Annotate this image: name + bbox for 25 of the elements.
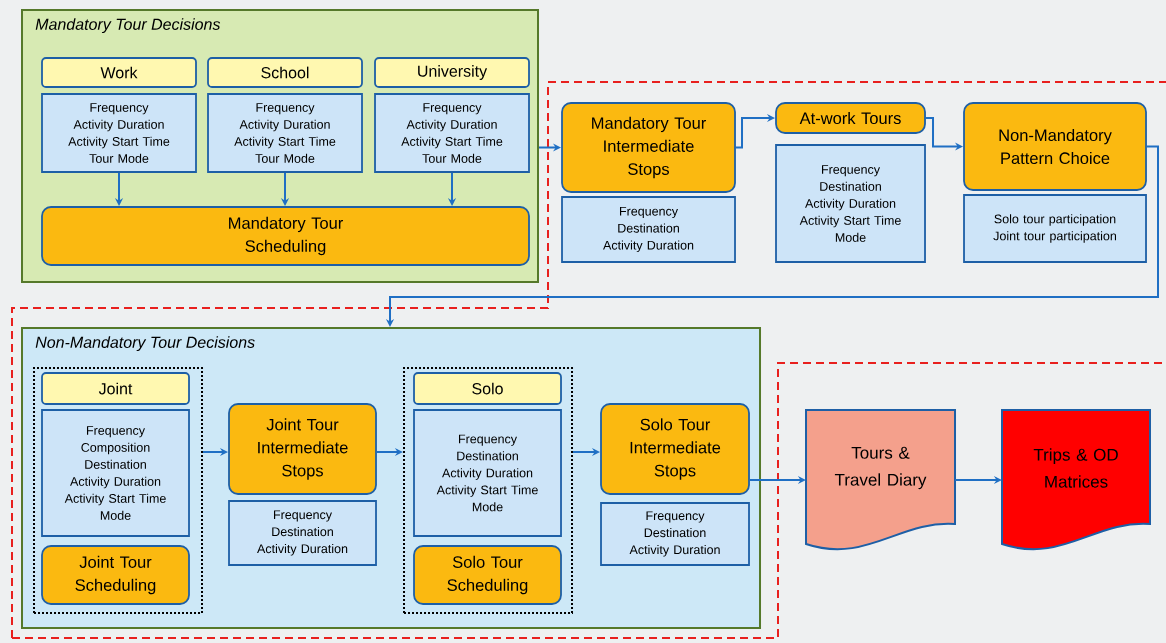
model-step-box: Mandatory Tour Scheduling (41, 206, 530, 266)
attribute-box: Frequency Activity Duration Activity Start Time Tour Mode (207, 93, 363, 173)
model-step-box: Solo Tour Scheduling (413, 545, 562, 605)
dotted-group-box (403, 367, 573, 614)
category-box: Work (41, 57, 197, 88)
category-box: University (374, 57, 530, 88)
category-box: Joint (41, 372, 190, 405)
model-step-box: Non-Mandatory Pattern Choice (963, 102, 1147, 191)
dotted-group-box (33, 367, 203, 614)
attribute-box: Frequency Composition Destination Activity Duration Activity Start Time Mode (41, 409, 190, 537)
attribute-box: Solo tour participation Joint tour participation (963, 194, 1147, 263)
model-step-box: At-work Tours (775, 102, 926, 134)
attribute-box: Frequency Activity Duration Activity Start Time Tour Mode (374, 93, 530, 173)
model-step-box: Joint Tour Scheduling (41, 545, 190, 605)
attribute-box: Frequency Destination Activity Duration (228, 500, 377, 566)
attribute-box: Frequency Destination Activity Duration Activity Start Time Mode (413, 409, 562, 537)
attribute-box: Frequency Destination Activity Duration (600, 502, 750, 566)
attribute-box: Frequency Destination Activity Duration Activity Start Time Mode (775, 144, 926, 263)
attribute-box: Frequency Destination Activity Duration (561, 196, 736, 263)
category-box: Solo (413, 372, 562, 405)
model-step-box: Joint Tour Intermediate Stops (228, 403, 377, 495)
category-box: School (207, 57, 363, 88)
model-step-box: Solo Tour Intermediate Stops (600, 403, 750, 495)
attribute-box: Frequency Activity Duration Activity Start Time Tour Mode (41, 93, 197, 173)
model-step-box: Mandatory Tour Intermediate Stops (561, 102, 736, 193)
